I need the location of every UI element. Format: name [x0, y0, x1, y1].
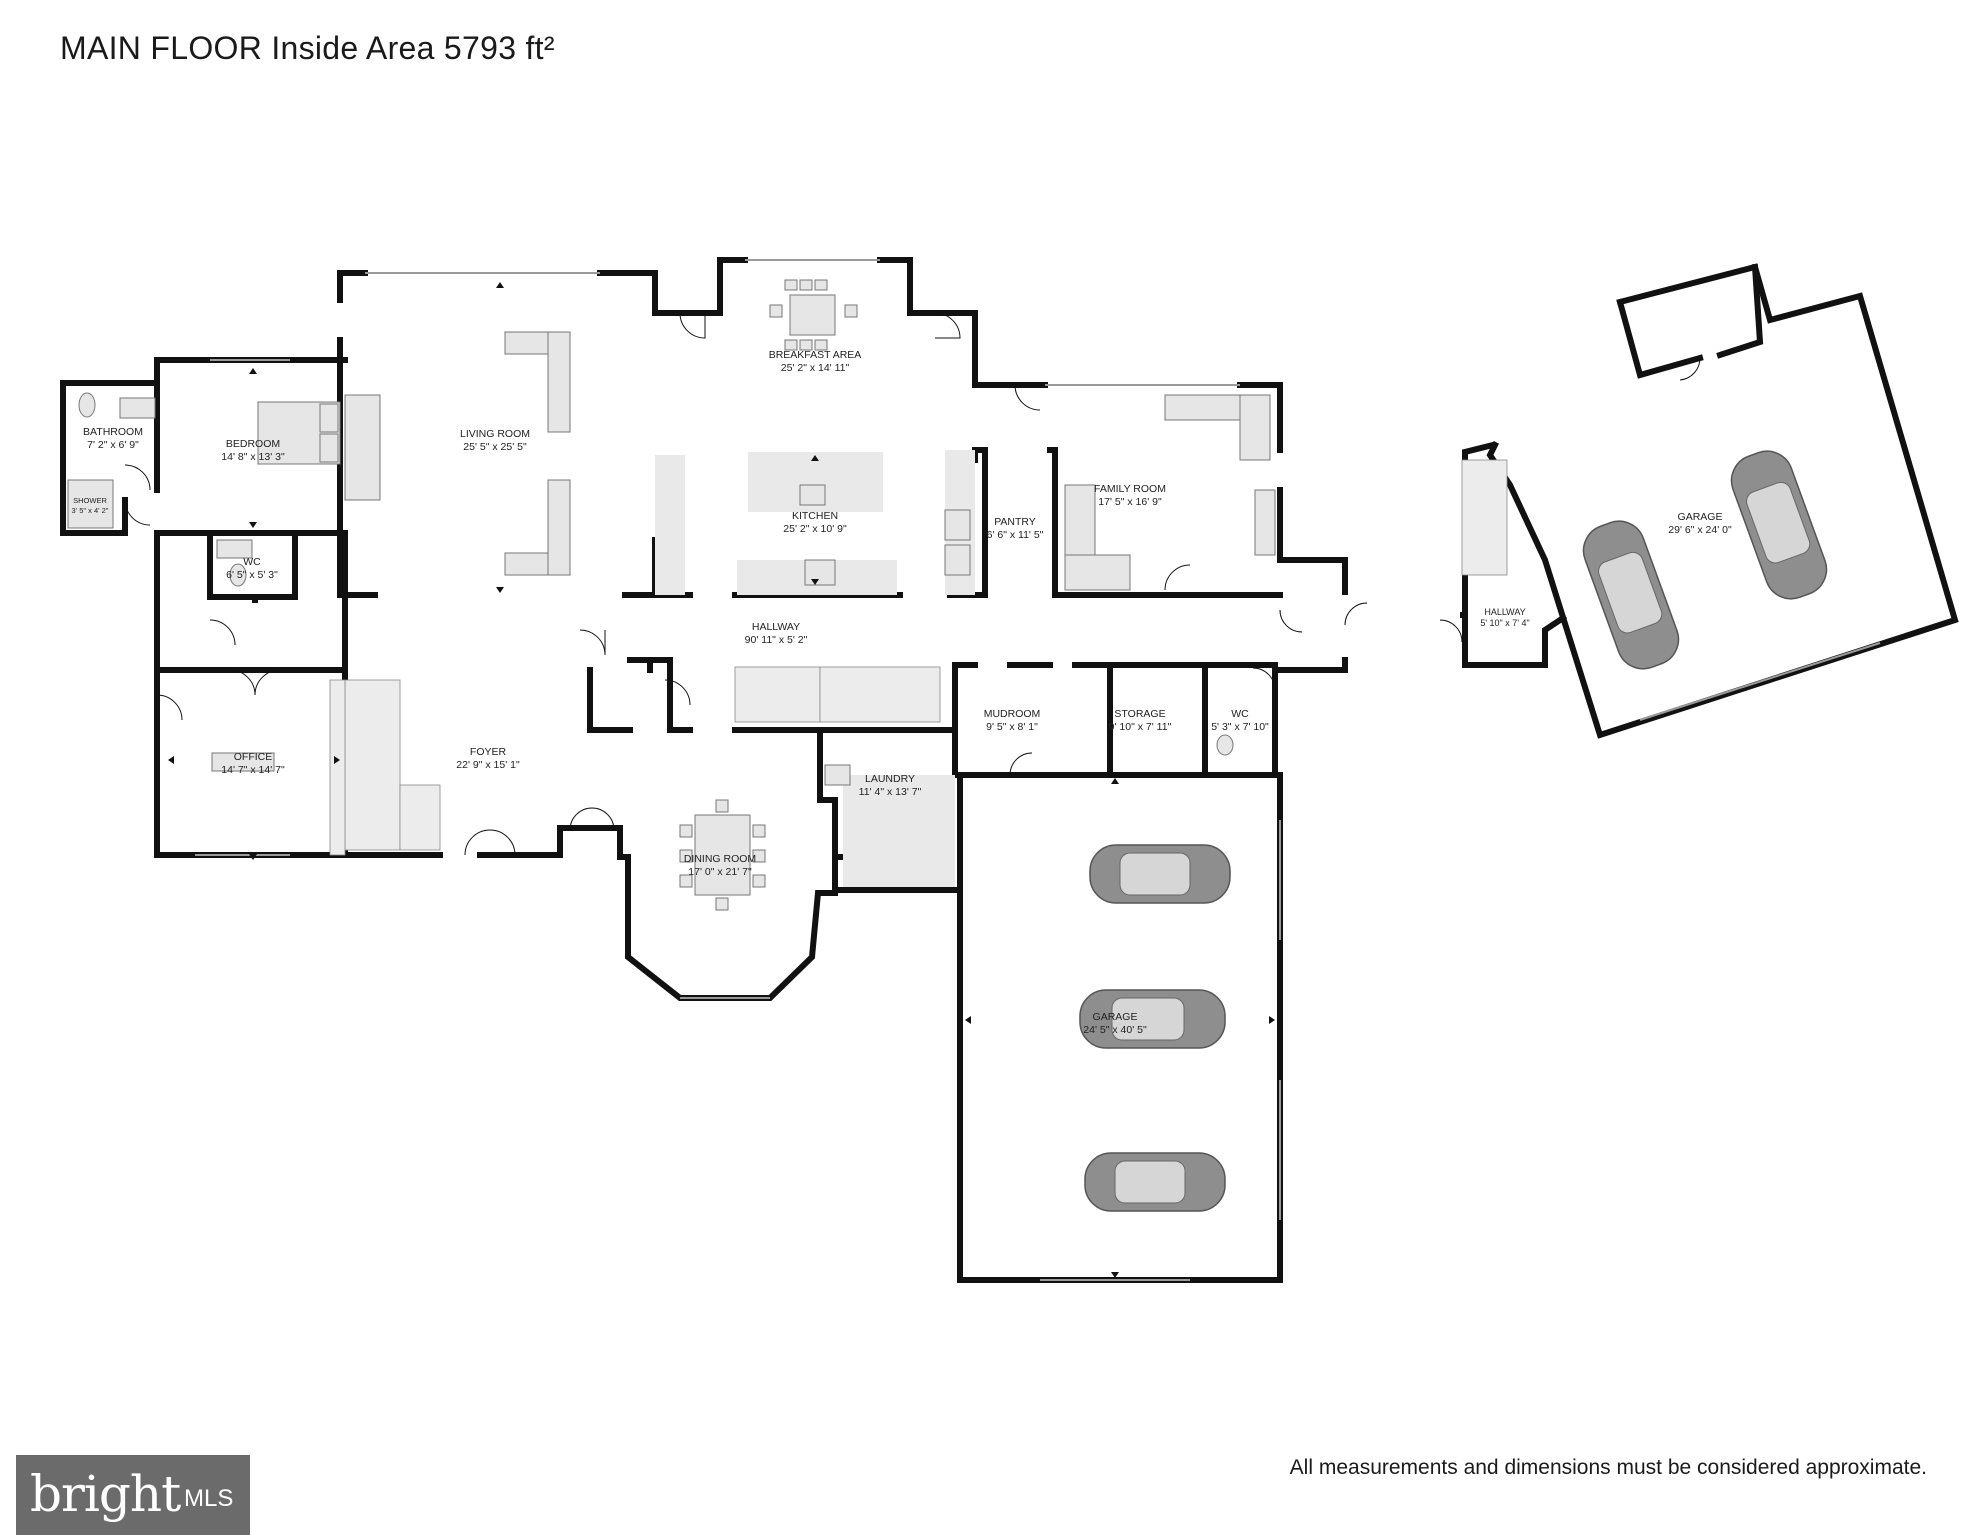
room-name-breakfast-area: BREAKFAST AREA [769, 349, 862, 361]
room-name-mudroom: MUDROOM [984, 708, 1041, 720]
room-name-wc-left: WC [243, 556, 261, 568]
room-dims-kitchen: 25' 2" x 10' 9" [783, 523, 847, 535]
room-dims-bathroom: 7' 2" x 6' 9" [87, 439, 139, 451]
room-dims-laundry: 11' 4" x 13' 7" [859, 786, 922, 798]
cars [1079, 450, 1828, 1212]
room-dims-mudroom: 9' 5" x 8' 1" [986, 721, 1038, 733]
room-name-wc-right: WC [1231, 708, 1249, 720]
logo-word: bright [30, 1465, 181, 1523]
detached-garage-walls [1460, 263, 1959, 739]
room-name-dining-room: DINING ROOM [684, 853, 756, 865]
room-dims-family-room: 17' 5" x 16' 9" [1098, 496, 1162, 508]
stairs [329, 459, 1508, 856]
page-title: MAIN FLOOR Inside Area 5793 ft² [60, 30, 555, 66]
room-labels: BATHROOM 7' 2" x 6' 9" SHOWER 3' 5" x 4'… [72, 349, 1732, 1036]
room-dims-living-room: 25' 5" x 25' 5" [463, 441, 527, 453]
room-dims-bedroom: 14' 8" x 13' 3" [221, 451, 285, 463]
room-name-foyer: FOYER [470, 746, 507, 758]
room-dims-foyer: 22' 9" x 15' 1" [456, 759, 520, 771]
room-dims-shower: 3' 5" x 4' 2" [72, 506, 109, 515]
room-dims-pantry: 6' 6" x 11' 5" [987, 529, 1044, 541]
room-name-kitchen: KITCHEN [792, 510, 838, 522]
doors [124, 312, 1701, 856]
room-name-hallway-detached: HALLWAY [1484, 607, 1525, 617]
room-name-pantry: PANTRY [994, 516, 1036, 528]
room-name-hallway-main: HALLWAY [752, 621, 800, 633]
room-dims-office: 14' 7" x 14' 7" [221, 764, 285, 776]
windows [195, 259, 1281, 1281]
room-name-living-room: LIVING ROOM [460, 428, 530, 440]
room-dims-breakfast-area: 25' 2" x 14' 11" [781, 362, 850, 374]
room-name-bathroom: BATHROOM [83, 426, 143, 438]
room-dims-hallway-main: 90' 11" x 5' 2" [745, 634, 808, 646]
room-name-family-room: FAMILY ROOM [1094, 483, 1166, 495]
room-dims-wc-right: 5' 3" x 7' 10" [1211, 721, 1269, 733]
bright-mls-logo: bright MLS [16, 1455, 250, 1535]
room-dims-garage-main: 24' 5" x 40' 5" [1083, 1024, 1147, 1036]
room-dims-dining-room: 17' 0" x 21' 7" [688, 866, 752, 878]
room-dims-garage-detached: 29' 6" x 24' 0" [1668, 524, 1732, 536]
room-dims-hallway-detached: 5' 10" x 7' 4" [1480, 618, 1529, 628]
disclaimer-text: All measurements and dimensions must be … [1289, 1456, 1927, 1479]
logo-suffix: MLS [184, 1485, 234, 1512]
room-name-shower: SHOWER [73, 496, 107, 505]
room-name-storage: STORAGE [1114, 708, 1165, 720]
room-dims-wc-left: 6' 5" x 5' 3" [226, 569, 278, 581]
room-dims-storage: 9' 10" x 7' 11" [1109, 721, 1172, 733]
room-name-bedroom: BEDROOM [226, 438, 280, 450]
room-name-garage-detached: GARAGE [1678, 511, 1723, 523]
room-name-laundry: LAUNDRY [865, 773, 915, 785]
furniture [67, 279, 1276, 911]
room-name-office: OFFICE [234, 751, 273, 763]
room-name-garage-main: GARAGE [1093, 1011, 1138, 1023]
dimension-arrows [168, 282, 1275, 1278]
